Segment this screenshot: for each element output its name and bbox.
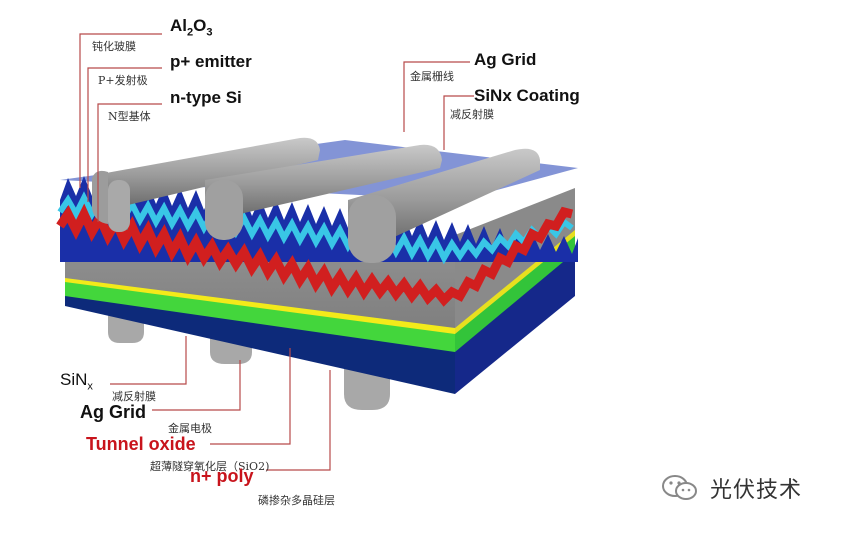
- label-n-poly-cn: 磷掺杂多晶硅层: [258, 494, 335, 507]
- leader-lines: [79, 33, 474, 471]
- label-al2o3-cn: 钝化玻膜: [92, 40, 136, 53]
- front-fingers: [92, 137, 540, 263]
- label-sinx-top: SiNx Coating: [474, 86, 580, 105]
- label-p-emitter: p+ emitter: [170, 52, 252, 71]
- leader-al2o3: [79, 33, 162, 188]
- label-ag-grid-top-cn: 金属栅线: [410, 70, 454, 83]
- leader-aggrid-bottom: [152, 360, 241, 411]
- label-p-emitter-cn: P+发射极: [98, 74, 148, 87]
- leader-sinx-top: [443, 95, 474, 150]
- leader-aggrid-top: [403, 61, 470, 132]
- label-tunnel-oxide: Tunnel oxide: [86, 434, 196, 454]
- label-ag-grid-top: Ag Grid: [474, 50, 537, 69]
- leader-sinx-bottom: [110, 336, 187, 385]
- wechat-icon: [662, 475, 697, 500]
- leader-npoly: [266, 370, 331, 471]
- label-n-type-cn: N型基体: [108, 110, 151, 123]
- label-tunnel-oxide-cn: 超薄隧穿氧化层（SiO2): [150, 460, 270, 473]
- label-sinx-bottom: SiNx: [60, 370, 93, 393]
- leader-tunnel: [210, 348, 291, 445]
- label-sinx-top-cn: 减反射膜: [450, 108, 494, 121]
- label-n-poly: n+ poly: [190, 466, 254, 486]
- watermark-text: 光伏技术: [710, 478, 803, 503]
- leader-ntype: [97, 103, 162, 222]
- label-sinx-bottom-cn: 减反射膜: [112, 390, 156, 403]
- label-ag-grid-bottom: Ag Grid: [80, 402, 146, 422]
- label-n-type: n-type Si: [170, 88, 242, 107]
- label-al2o3: Al2O3: [170, 16, 213, 39]
- leader-emitter: [87, 67, 162, 202]
- textured-layers: [56, 176, 578, 307]
- label-ag-grid-bottom-cn: 金属电极: [168, 422, 212, 435]
- watermark: 光伏技术: [660, 472, 802, 504]
